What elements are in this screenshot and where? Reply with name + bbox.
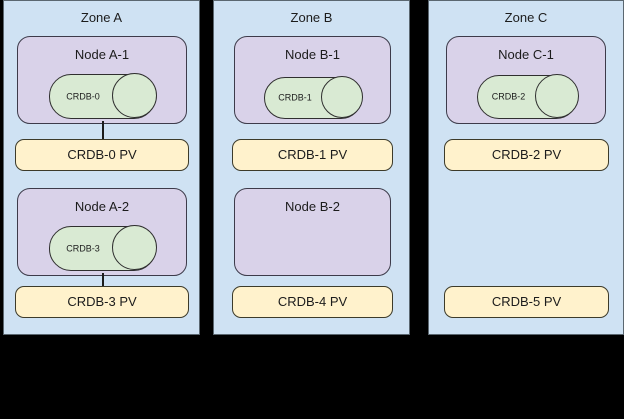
pod-label-crdb-0: CRDB-0 bbox=[66, 91, 100, 101]
node-box-b-2[interactable]: Node B-2 bbox=[234, 188, 391, 276]
node-label-a-1: Node A-1 bbox=[74, 47, 130, 62]
pod-label-crdb-1: CRDB-1 bbox=[278, 92, 312, 103]
crdb-pod-crdb-1[interactable]: CRDB-1 bbox=[264, 76, 363, 119]
pv-label-crdb-3: CRDB-3 PV bbox=[67, 294, 137, 309]
connector-crdb-3-to-pv bbox=[102, 273, 104, 292]
node-label-b-2: Node B-2 bbox=[285, 199, 340, 214]
pv-label-crdb-0: CRDB-0 PV bbox=[67, 147, 137, 162]
node-box-a-1[interactable]: Node A-1 CRDB-0 bbox=[17, 36, 187, 124]
pv-label-crdb-5: CRDB-5 PV bbox=[491, 294, 562, 309]
node-label-a-2: Node A-2 bbox=[74, 199, 130, 214]
crdb-pod-crdb-0[interactable]: CRDB-0 bbox=[49, 73, 157, 119]
crdb-pod-crdb-3[interactable]: CRDB-3 bbox=[49, 225, 157, 271]
pv-label-crdb-1: CRDB-1 PV bbox=[277, 147, 348, 162]
connector-crdb-0-to-pv bbox=[102, 121, 104, 140]
zone-panel-c: Zone C Node C-1 CRDB-2 CRDB-2 PV CRDB-5 … bbox=[428, 0, 624, 335]
crdb-pod-crdb-2[interactable]: CRDB-2 bbox=[477, 74, 579, 119]
pod-label-crdb-3: CRDB-3 bbox=[66, 243, 100, 253]
pv-box-crdb-3[interactable]: CRDB-3 PV bbox=[15, 286, 189, 318]
zone-title-c: Zone C bbox=[504, 10, 548, 25]
pv-box-crdb-2[interactable]: CRDB-2 PV bbox=[444, 139, 609, 171]
node-label-c-1: Node C-1 bbox=[498, 47, 554, 62]
cylinder-cap-icon bbox=[321, 76, 363, 118]
pv-box-crdb-5[interactable]: CRDB-5 PV bbox=[444, 286, 609, 318]
zone-title-a: Zone A bbox=[80, 10, 123, 25]
pv-label-crdb-4: CRDB-4 PV bbox=[277, 294, 348, 309]
node-box-a-2[interactable]: Node A-2 CRDB-3 bbox=[17, 188, 187, 276]
node-box-b-1[interactable]: Node B-1 CRDB-1 bbox=[234, 36, 391, 124]
pv-box-crdb-4[interactable]: CRDB-4 PV bbox=[232, 286, 393, 318]
pv-box-crdb-1[interactable]: CRDB-1 PV bbox=[232, 139, 393, 171]
cylinder-cap-icon bbox=[112, 225, 157, 270]
cylinder-cap-icon bbox=[112, 73, 157, 118]
pv-box-crdb-0[interactable]: CRDB-0 PV bbox=[15, 139, 189, 171]
pv-label-crdb-2: CRDB-2 PV bbox=[491, 147, 562, 162]
node-label-b-1: Node B-1 bbox=[285, 47, 340, 62]
node-box-c-1[interactable]: Node C-1 CRDB-2 bbox=[446, 36, 606, 124]
zone-panel-b: Zone B Node B-1 CRDB-1 CRDB-1 PV Node B-… bbox=[213, 0, 527, 335]
zone-title-b: Zone B bbox=[290, 10, 333, 25]
cylinder-cap-icon bbox=[535, 74, 579, 118]
zone-panel-a: Zone A Node A-1 CRDB-0 CRDB-0 PV Node A-… bbox=[3, 0, 200, 335]
pod-label-crdb-2: CRDB-2 bbox=[491, 91, 526, 102]
